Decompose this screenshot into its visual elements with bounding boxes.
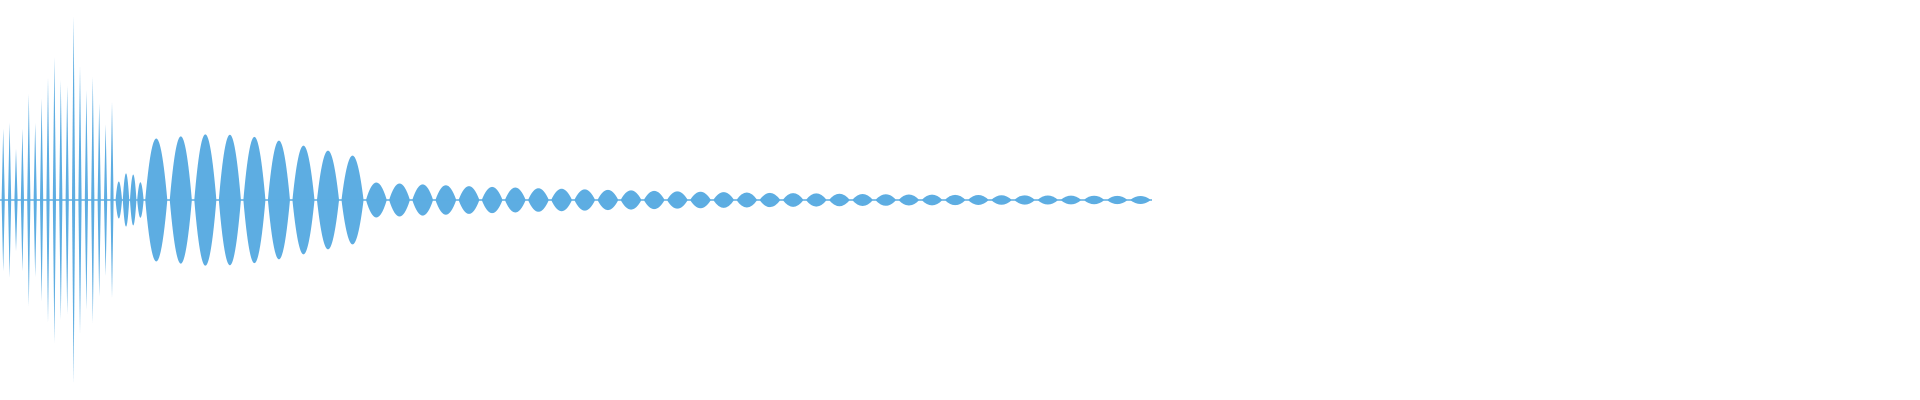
waveform-envelope-layer [0,16,1152,384]
